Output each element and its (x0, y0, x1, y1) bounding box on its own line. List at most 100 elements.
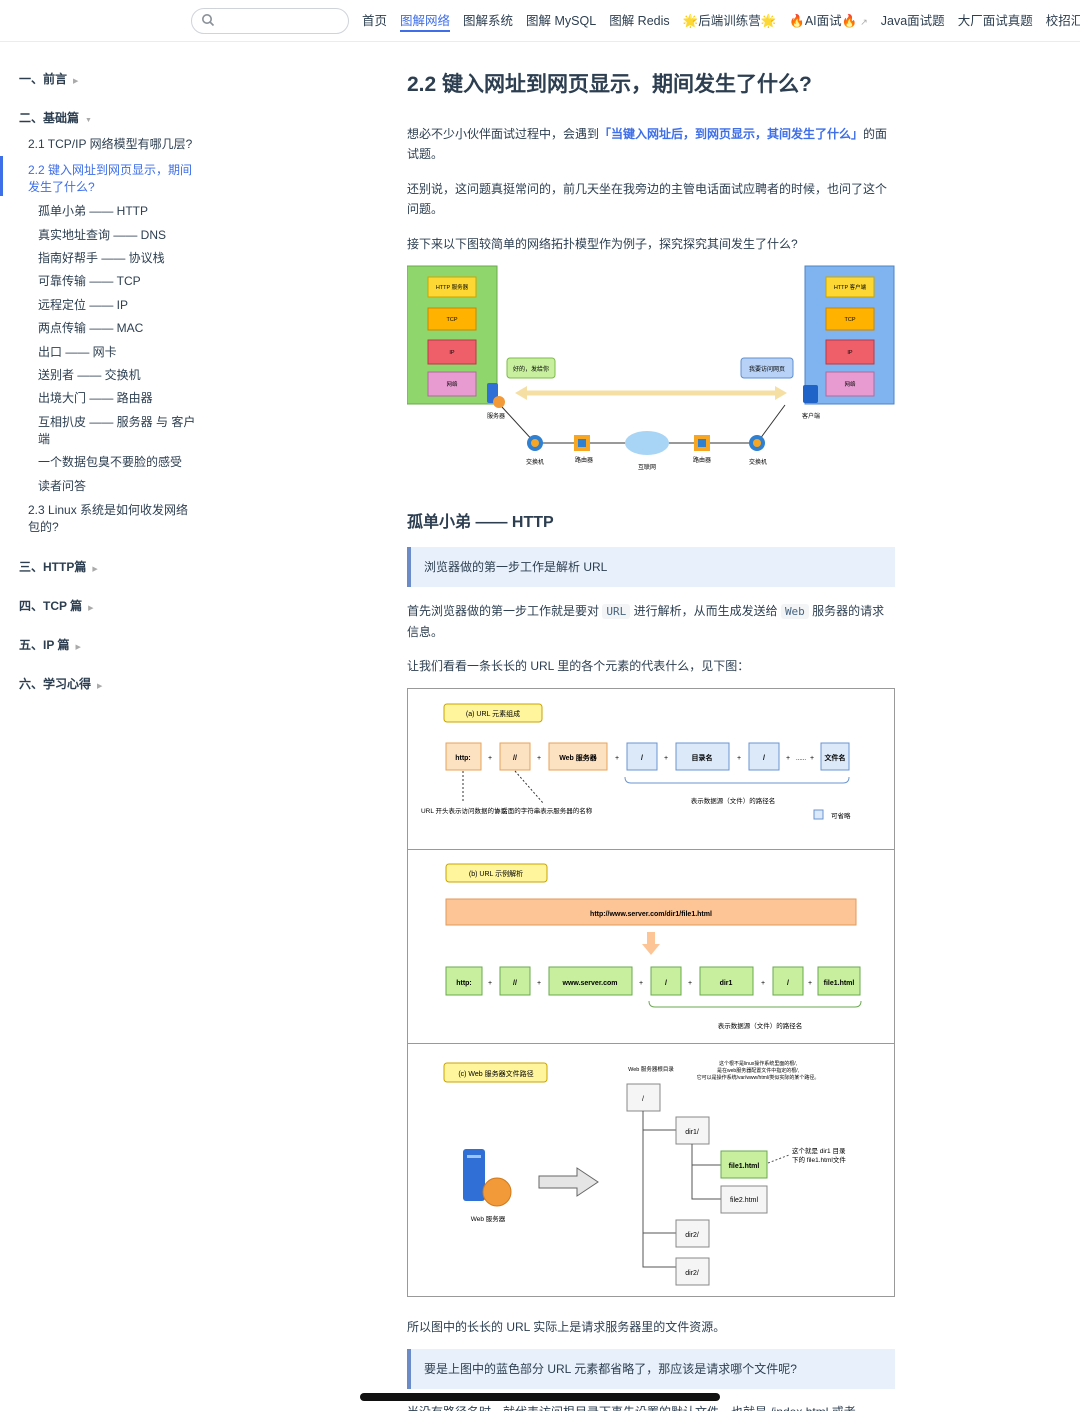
node-label: 路由器 (575, 456, 593, 464)
inline-code: URL (602, 604, 631, 619)
sidebar-item-tcpip[interactable]: 2.1 TCP/IP 网络模型有哪几层? (28, 137, 193, 151)
nav-link-java[interactable]: Java面试题 (880, 14, 945, 28)
search-icon (202, 14, 215, 27)
paragraph-url-elements: 让我们看看一条长长的 URL 里的各个元素的代表什么，见下图： (407, 659, 750, 673)
sidebar-subitem[interactable]: 出口 —— 网卡 (38, 345, 117, 359)
sidebar-subitem[interactable]: 孤单小弟 —— HTTP (38, 204, 148, 218)
url-part: / (787, 980, 789, 987)
panel-b-title-box (445, 863, 548, 883)
node-label: 路由器 (693, 456, 711, 464)
root-note: 这个根不是linux操作系统里面的根/, (719, 1060, 797, 1067)
tip-block-omitted-path: 要是上图中的蓝色部分 URL 元素都省略了，那应该是请求哪个文件呢? (407, 1349, 895, 1389)
sidebar-item-url-to-page[interactable]: 2.2 键入网址到网页显示，期间发生了什么? (28, 163, 193, 194)
root-note: 是在web服务器配置文件中指定的根/, (717, 1067, 799, 1074)
tree-node: file1.html (729, 1163, 760, 1170)
node-label: 交换机 (526, 458, 544, 466)
client-message: 我要访问网页 (749, 365, 785, 373)
panel-c-title: (c) Web 服务器文件路径 (458, 1069, 533, 1078)
right-arrow-icon (538, 1167, 599, 1197)
sidebar-section-basics[interactable]: 二、基础篇▼ (19, 109, 92, 126)
nav-link-interview-real[interactable]: 大厂面试真题 (957, 14, 1033, 28)
sidebar-section-learning[interactable]: 六、学习心得▶ (19, 675, 102, 692)
url-part: file1.html (824, 980, 855, 987)
plus-sign: + (808, 980, 812, 987)
chevron-right-icon: ▶ (97, 683, 103, 690)
home-indicator (360, 1393, 720, 1401)
plus-sign: + (737, 755, 741, 762)
sidebar-item-linux-net[interactable]: 2.3 Linux 系统是如何收发网络包的? (28, 503, 189, 534)
chevron-right-icon: ▶ (92, 566, 98, 573)
plus-sign: + (537, 980, 541, 987)
ellipsis: ...... (796, 756, 806, 762)
sidebar-subitem[interactable]: 互相扒皮 —— 服务器 与 客户端 (38, 415, 196, 446)
server-layer-label: IP (449, 350, 455, 356)
path-label: 表示数据源（文件）的路径名 (691, 796, 776, 805)
file-note: 这个就是 dir1 目录 (792, 1146, 846, 1155)
tree-node: dir1/ (685, 1129, 699, 1136)
sidebar-section-ip[interactable]: 五、IP 篇▶ (19, 636, 81, 653)
sidebar-subitem[interactable]: 远程定位 —— IP (38, 298, 129, 312)
url-part: // (513, 755, 517, 762)
url-part: / (665, 980, 667, 987)
nav-link-mysql[interactable]: 图解 MySQL (526, 14, 597, 28)
server-layer-label: 网络 (446, 380, 458, 388)
paragraph-parse-url: 首先浏览器做的第一步工作就是要对 URL 进行解析，从而生成发送给 Web 服务… (407, 601, 892, 642)
text: 想必不少小伙伴面试过程中，会遇到 (407, 127, 600, 141)
highlight-text: 「当键入网址后，到网页显示，其间发生了什么」 (599, 127, 864, 141)
paragraph-intro: 想必不少小伙伴面试过程中，会遇到「当键入网址后，到网页显示，其间发生了什么」的面… (407, 124, 892, 164)
url-part: Web 服务器 (559, 753, 598, 762)
top-navbar: 首页 图解网络 图解系统 图解 MySQL 图解 Redis 🌟后端训练营🌟 🔥… (0, 0, 1080, 42)
tip-block-parse-url: 浏览器做的第一步工作是解析 URL (407, 547, 895, 587)
paragraph-topology: 接下来以下图较简单的网络拓扑模型作为例子，探究探究其间发生了什么? (407, 237, 798, 251)
sidebar-section-label: 一、前言 (19, 72, 68, 86)
nav-link-campus[interactable]: 校招汇总 (1045, 14, 1080, 28)
plus-sign: + (786, 755, 790, 762)
client-icon (803, 385, 818, 403)
example-url: http://www.server.com/dir1/file1.html (590, 911, 712, 918)
url-part: / (641, 755, 643, 762)
client-layer-label: 网络 (844, 380, 856, 388)
search-input[interactable] (191, 8, 349, 34)
sidebar-section-tcp[interactable]: 四、TCP 篇▶ (19, 597, 94, 614)
file-note: 下的 file1.html文件 (792, 1155, 846, 1164)
panel-a-title-box (443, 703, 543, 723)
url-part: / (763, 755, 765, 762)
chevron-down-icon: ▼ (85, 117, 92, 124)
network-topology-figure: HTTP 服务器 TCP IP 网络 HTTP 客户端 TCP IP 网络 好的… (407, 265, 895, 471)
plus-sign: + (615, 755, 619, 762)
url-structure-figure: (a) URL 元素组成 http: + // + Web 服务器 + / + … (407, 688, 895, 1297)
nav-link-home[interactable]: 首页 (362, 14, 388, 28)
panel-b-title: (b) URL 示例解析 (469, 869, 523, 878)
panel-divider (408, 849, 894, 850)
nav-link-network[interactable]: 图解网络 (400, 12, 451, 32)
sidebar-subitem[interactable]: 可靠传输 —— TCP (38, 274, 141, 288)
sidebar-subitem[interactable]: 两点传输 —— MAC (38, 321, 144, 335)
server-layer-label: HTTP 服务器 (436, 283, 469, 291)
sidebar-subitem[interactable]: 读者问答 (38, 479, 87, 493)
client-layer-label: HTTP 客户端 (834, 283, 867, 291)
page-title: 2.2 键入网址到网页显示，期间发生了什么? (407, 73, 812, 96)
nav-link-ai-interview[interactable]: 🔥AI面试🔥↗ (789, 12, 868, 32)
nav-link-system[interactable]: 图解系统 (463, 14, 514, 28)
sidebar-section-intro[interactable]: 一、前言▶ (19, 70, 78, 87)
internet-cloud-icon (625, 431, 669, 455)
active-indicator (0, 156, 3, 196)
sidebar-subitem[interactable]: 一个数据包臭不要脸的感受 (38, 455, 183, 469)
client-message-bubble (740, 357, 794, 379)
sidebar-subitem[interactable]: 指南好帮手 —— 协议栈 (38, 251, 165, 265)
nav-link-ai-interview-label: 🔥AI面试🔥 (789, 14, 858, 28)
tree-node: dir2/ (685, 1270, 699, 1277)
server-layer-label: TCP (447, 317, 458, 323)
sidebar-subitem[interactable]: 出境大门 —— 路由器 (38, 391, 153, 405)
legend-swatch (813, 809, 824, 820)
text: 首先浏览器做的第一步工作就是要对 (407, 604, 600, 618)
sidebar-section-http[interactable]: 三、HTTP篇▶ (19, 558, 98, 575)
nav-link-backend-camp[interactable]: 🌟后端训练营🌟 (682, 14, 777, 28)
sidebar-subitem[interactable]: 真实地址查询 —— DNS (38, 228, 167, 242)
node-label: 互联网 (638, 463, 656, 471)
url-part: // (513, 980, 517, 987)
nav-link-redis[interactable]: 图解 Redis (609, 14, 670, 28)
plus-sign: + (639, 980, 643, 987)
server-message: 好的，发给你 (513, 365, 549, 373)
sidebar-subitem[interactable]: 送别者 —— 交换机 (38, 368, 141, 382)
